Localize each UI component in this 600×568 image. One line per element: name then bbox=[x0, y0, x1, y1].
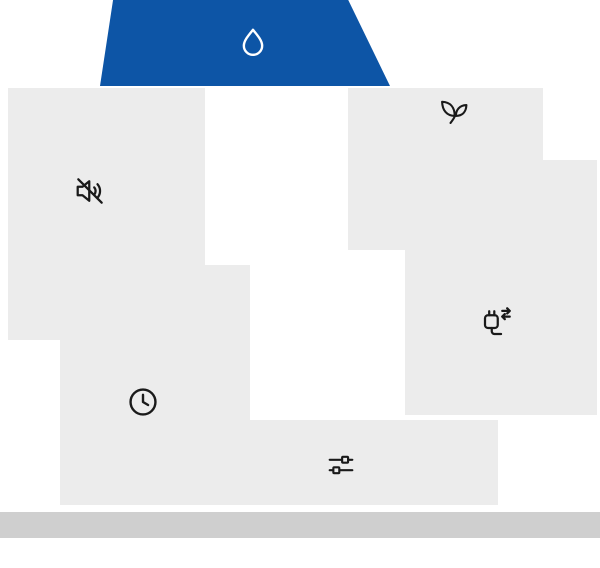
tile-water[interactable] bbox=[100, 0, 390, 86]
leaf-eco-icon bbox=[437, 94, 473, 130]
plug-sync-icon bbox=[479, 304, 515, 340]
sliders-options-icon bbox=[324, 448, 358, 482]
speaker-muted-icon bbox=[72, 173, 108, 209]
clock-icon bbox=[125, 384, 161, 420]
water-drop-icon bbox=[235, 23, 271, 63]
tile-power[interactable] bbox=[405, 160, 597, 415]
bottom-bar bbox=[0, 512, 600, 538]
tile-settings[interactable] bbox=[205, 420, 498, 505]
